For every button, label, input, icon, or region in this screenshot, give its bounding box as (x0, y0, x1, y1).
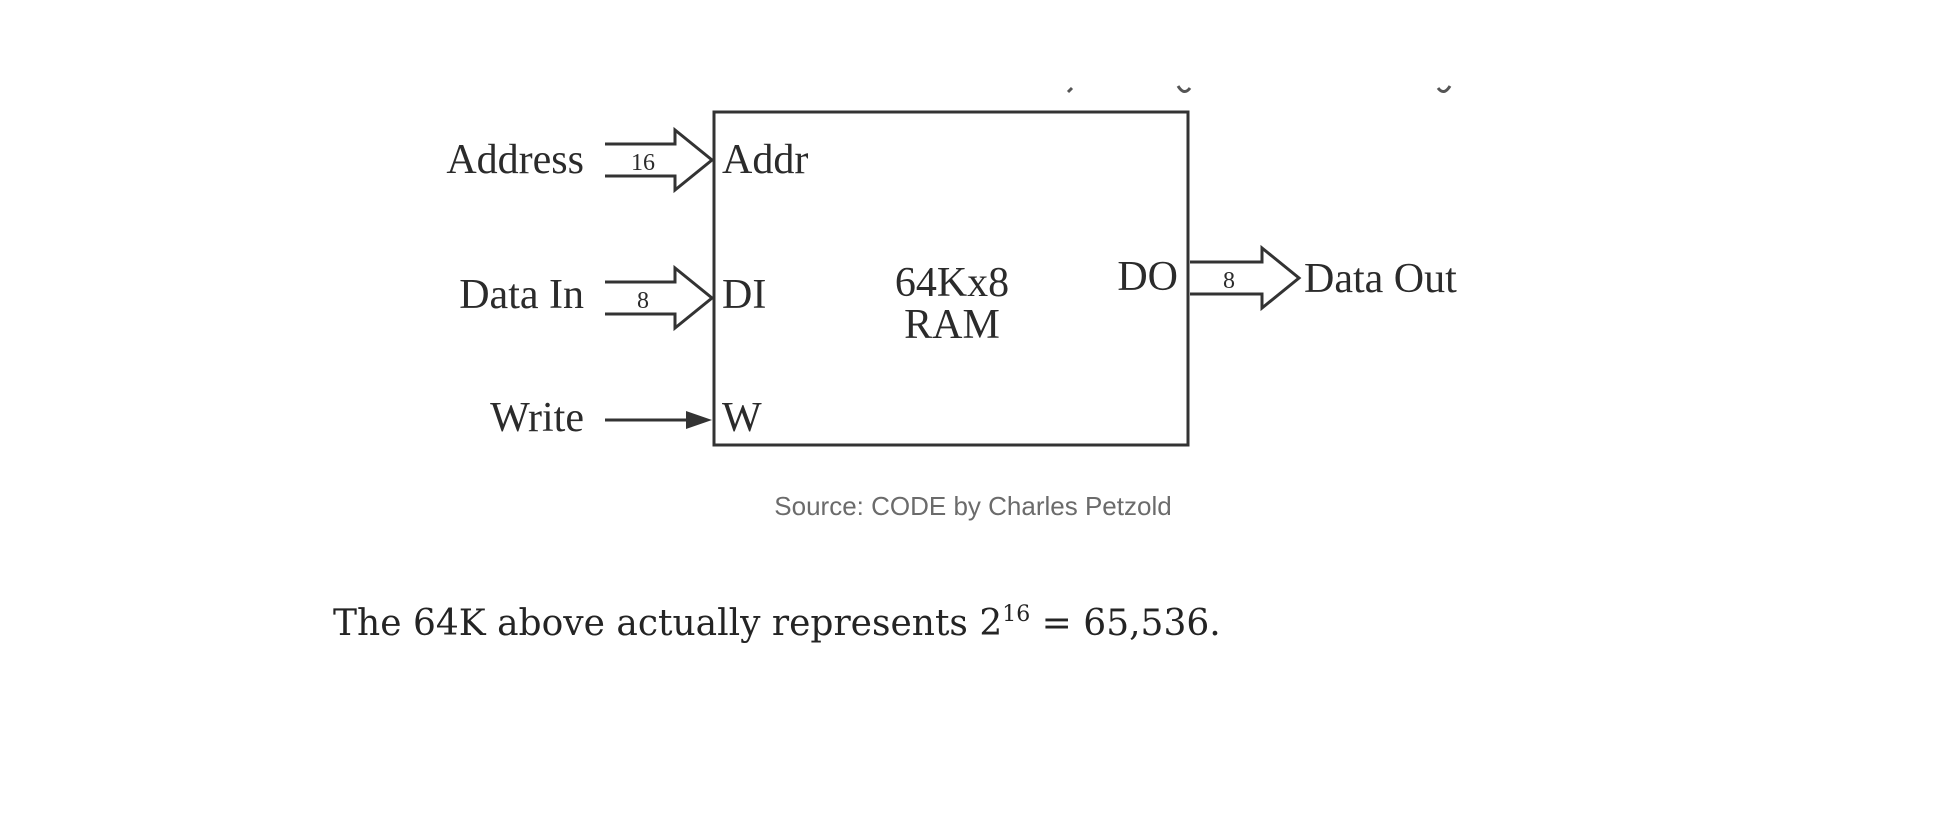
paragraph-exponent: 16 (1002, 602, 1031, 627)
paragraph-text-before: The 64K above actually represents 2 (333, 603, 1003, 644)
body-paragraph: The 64K above actually represents 216 = … (333, 603, 1221, 644)
di-port-label: DI (722, 272, 766, 318)
ram-type-label: RAM (904, 302, 1000, 348)
data-in-bus-arrow (605, 264, 715, 332)
write-arrowhead (686, 411, 712, 429)
write-label: Write (490, 395, 584, 441)
ram-diagram: Address Data In Write 16 8 8 Addr DI W D… (446, 85, 1457, 447)
addr-port-label: Addr (722, 137, 808, 183)
data-out-bus-width: 8 (1223, 268, 1235, 294)
data-out-bus-arrow (1190, 244, 1302, 312)
address-label: Address (446, 137, 584, 183)
ram-block (712, 110, 1190, 447)
ram-size-label: 64Kx8 (895, 260, 1009, 306)
data-in-bus-width: 8 (637, 288, 649, 314)
w-port-label: W (722, 395, 762, 441)
do-port-label: DO (1117, 254, 1178, 300)
data-in-label: Data In (459, 272, 584, 318)
address-bus-width: 16 (631, 150, 655, 176)
address-bus-arrow (605, 126, 715, 194)
ram-figure: Address Data In Write 16 8 8 Addr DI W D… (446, 85, 1457, 447)
data-out-label: Data Out (1304, 256, 1457, 302)
paragraph-text-after: = 65,536. (1030, 603, 1221, 644)
figure-caption: Source: CODE by Charles Petzold (774, 491, 1172, 521)
